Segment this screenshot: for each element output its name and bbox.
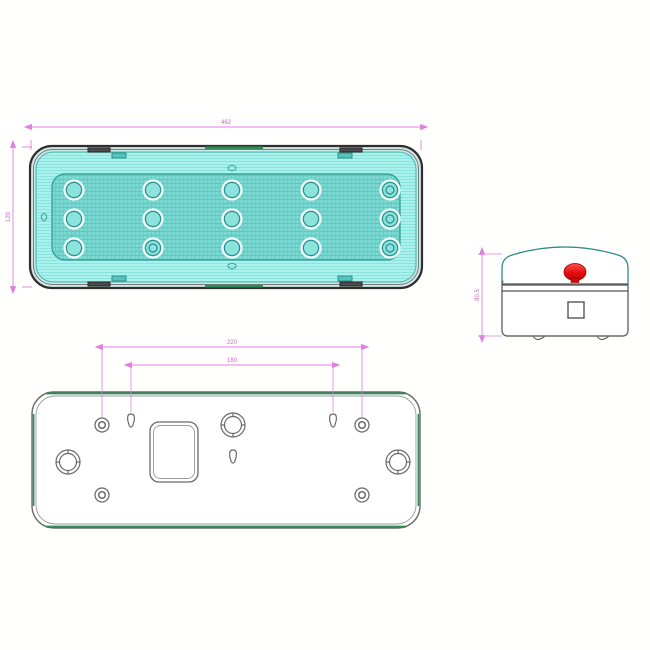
lens-vent-top [227, 164, 237, 172]
dimension-label-top-width: 462 [221, 120, 232, 126]
led-lamp [379, 179, 401, 201]
label-plate-inner [153, 425, 195, 479]
gasket-accent-bottom [205, 284, 263, 288]
side-view-body [501, 284, 629, 337]
ring-vent [385, 449, 411, 475]
led-lamp [300, 208, 322, 230]
led-lamp [63, 208, 85, 230]
dimension-label-side-height: 80.5 [475, 289, 481, 301]
ring-vent [220, 412, 246, 438]
bottom-view [31, 391, 421, 529]
top-view [28, 144, 424, 290]
led-lamp [63, 237, 85, 259]
led-lamp [142, 237, 164, 259]
dimension-top-height: 120 [6, 139, 32, 295]
dimension-bottom-outer: 220 [94, 340, 370, 418]
side-view-foot [532, 335, 546, 341]
side-view-foot [596, 335, 610, 341]
dimension-label-bottom-inner: 180 [227, 358, 238, 364]
frame-clip-tabs [111, 152, 353, 282]
side-view-dome [501, 246, 629, 285]
test-button[interactable] [563, 263, 587, 283]
led-lamp [300, 237, 322, 259]
lens-vent-bottom [227, 262, 237, 270]
led-lamp [142, 208, 164, 230]
led-lamp [379, 237, 401, 259]
led-lamp [221, 208, 243, 230]
led-lamp [300, 179, 322, 201]
ring-vent [55, 449, 81, 475]
led-lamp [142, 179, 164, 201]
led-lamp [379, 208, 401, 230]
led-lamp [221, 237, 243, 259]
led-lamp [63, 179, 85, 201]
led-grid [63, 179, 401, 259]
dimension-side-height: 80.5 [475, 246, 502, 344]
keyhole-slot [126, 413, 136, 428]
bottom-view-inner-outline [35, 395, 417, 525]
top-view-frame-inner-line [33, 149, 419, 285]
side-view [501, 246, 629, 341]
side-view-latch [501, 280, 504, 285]
keyhole-slot [228, 449, 238, 464]
label-plate-outer [149, 421, 199, 483]
lens-vent-left [40, 212, 48, 222]
dimension-label-bottom-outer: 220 [227, 340, 238, 346]
frame-clips [87, 147, 363, 287]
side-view-square-detail [567, 301, 585, 319]
dimension-label-top-height: 120 [6, 211, 12, 222]
dimension-bottom-inner: 180 [123, 358, 341, 412]
gasket-accent-top [205, 146, 263, 149]
screw-hole [354, 487, 370, 503]
dimension-top-width: 462 [23, 120, 429, 150]
led-lamp [221, 179, 243, 201]
screw-hole [94, 487, 110, 503]
keyhole-slot [328, 413, 338, 428]
